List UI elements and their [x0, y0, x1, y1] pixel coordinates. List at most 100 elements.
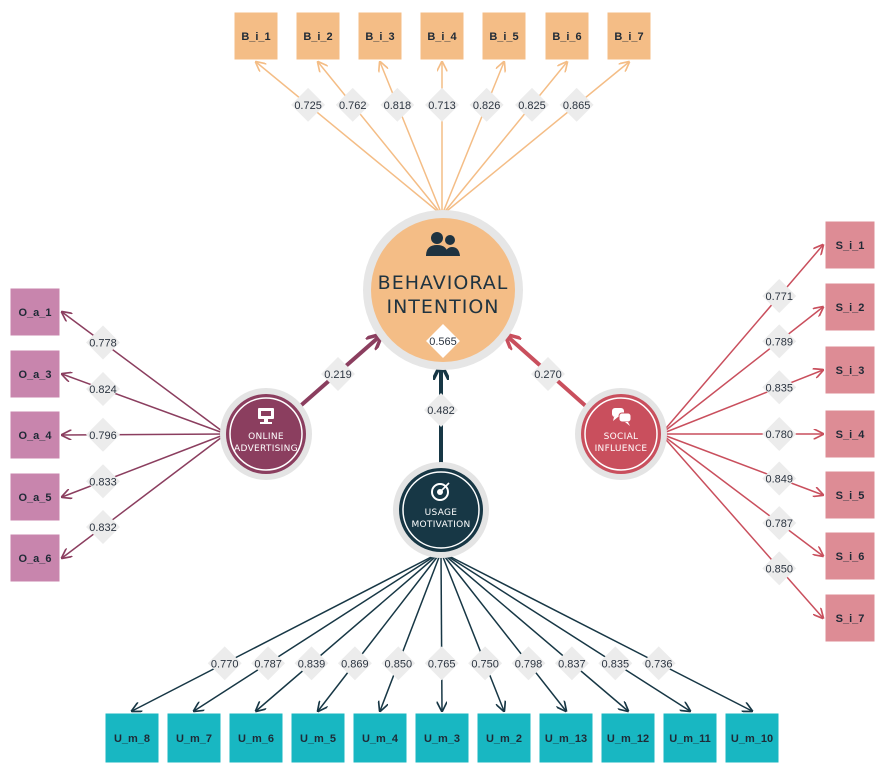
indicator-u-m-12-label: U_m_12	[607, 733, 649, 745]
loading-u-m-7: 0.787	[251, 646, 286, 681]
loading-u-m-3: 0.765	[424, 646, 459, 681]
edge-u-m-11	[440, 551, 690, 711]
edge-o-a-5	[62, 433, 227, 497]
loading-u-m-10-diamond	[641, 646, 676, 681]
edge-u-m-7	[194, 551, 442, 711]
edge-u-m-3	[441, 551, 442, 711]
indicator-o-a-5-box	[9, 472, 61, 522]
loading-s-i-4-diamond	[762, 417, 797, 451]
loading-b-i-4: 0.713	[425, 87, 459, 122]
loading-edges	[62, 62, 823, 711]
indicator-o-a-6-box	[9, 533, 61, 583]
loading-u-m-8: 0.770	[207, 646, 242, 681]
edge-s-i-2	[660, 307, 823, 435]
loading-u-m-7-diamond	[251, 646, 286, 681]
indicator-u-m-6: U_m_6	[228, 712, 284, 764]
indicator-b-i-5-box	[481, 11, 527, 61]
loading-s-i-3-value: 0.835	[765, 382, 793, 394]
indicator-s-i-1-label: S_i_1	[836, 240, 865, 252]
construct-online-advertising: ONLINE ADVERTISING	[220, 388, 312, 480]
online-advertising-label-1: ONLINE	[248, 432, 284, 442]
edge-s-i-7	[660, 433, 823, 618]
indicator-o-a-1: O_a_1	[9, 287, 61, 337]
loading-u-m-5: 0.869	[337, 646, 372, 681]
indicator-u-m-11: U_m_11	[662, 712, 718, 764]
loading-s-i-3-diamond	[762, 370, 797, 405]
indicator-u-m-7-box	[166, 712, 222, 764]
indicator-u-m-11-box	[662, 712, 718, 764]
indicator-b-i-3: B_i_3	[357, 11, 403, 61]
indicator-u-m-2-box	[476, 712, 532, 764]
target-icon	[431, 482, 450, 501]
social-influence-label-2: INFLUENCE	[595, 444, 648, 454]
loading-u-m-12: 0.837	[554, 646, 589, 681]
indicator-u-m-6-label: U_m_6	[238, 733, 274, 745]
indicator-u-m-3-label: U_m_3	[424, 733, 460, 745]
loading-s-i-6: 0.787	[762, 506, 797, 541]
indicator-s-i-1: S_i_1	[824, 220, 876, 270]
indicator-b-i-7: B_i_7	[606, 11, 652, 61]
indicator-b-i-4: B_i_4	[419, 11, 465, 61]
loading-s-i-7: 0.850	[762, 551, 797, 586]
indicator-o-a-5-label: O_a_5	[18, 492, 51, 504]
indicator-s-i-7: S_i_7	[824, 593, 876, 643]
indicator-s-i-4-box	[824, 409, 876, 459]
indicator-u-m-13: U_m_13	[538, 712, 594, 764]
usage-motivation-circle	[399, 468, 483, 552]
indicator-o-a-4-box	[9, 410, 61, 460]
path-coef-usage-diamond	[424, 393, 458, 427]
path-coef-online: 0.219	[321, 357, 355, 391]
loading-b-i-6-value: 0.825	[518, 100, 546, 112]
indicator-b-i-4-label: B_i_4	[427, 31, 457, 43]
loading-b-i-3-value: 0.818	[384, 100, 412, 112]
indicator-s-i-6: S_i_6	[824, 531, 876, 581]
indicator-u-m-2: U_m_2	[476, 712, 532, 764]
loading-b-i-5-value: 0.826	[473, 100, 501, 112]
loading-s-i-2-value: 0.789	[765, 336, 793, 348]
loading-s-i-7-diamond	[762, 551, 797, 586]
loading-o-a-3: 0.824	[86, 372, 120, 406]
loading-u-m-12-value: 0.837	[558, 658, 586, 670]
indicator-u-m-4: U_m_4	[352, 712, 408, 764]
loading-u-m-7-value: 0.787	[254, 658, 282, 670]
indicator-b-i-3-box	[357, 11, 403, 61]
loading-b-i-2: 0.762	[335, 87, 370, 122]
indicator-b-i-6-box	[544, 11, 590, 61]
indicator-u-m-7: U_m_7	[166, 712, 222, 764]
usage-motivation-label-1: USAGE	[425, 508, 458, 518]
edge-u-m-2	[440, 551, 504, 711]
loading-s-i-1: 0.771	[762, 279, 797, 314]
loading-u-m-11: 0.835	[598, 646, 633, 681]
loading-s-i-6-diamond	[762, 506, 797, 541]
edge-b-i-3	[380, 62, 443, 216]
loading-u-m-4-value: 0.850	[385, 658, 413, 670]
social-influence-label-1: SOCIAL	[604, 432, 639, 442]
indicator-b-i-6: B_i_6	[544, 11, 590, 61]
indicator-b-i-1: B_i_1	[233, 11, 279, 61]
edge-b-i-6	[441, 62, 567, 216]
loading-u-m-5-diamond	[337, 646, 372, 681]
path-coef-online-value: 0.219	[324, 369, 352, 381]
indicator-s-i-7-label: S_i_7	[836, 613, 865, 625]
social-influence-circle	[581, 394, 661, 474]
indicator-u-m-5: U_m_5	[290, 712, 346, 764]
indicator-o-a-4: O_a_4	[9, 410, 61, 460]
online-advertising-circle	[226, 394, 306, 474]
indicator-o-a-3: O_a_3	[9, 349, 61, 399]
loading-o-a-4-value: 0.796	[89, 430, 117, 442]
loading-o-a-5-value: 0.833	[89, 476, 117, 488]
indicator-s-i-7-box	[824, 593, 876, 643]
loading-u-m-12-diamond	[554, 646, 589, 681]
indicator-s-i-3-box	[824, 345, 876, 395]
indicator-s-i-2: S_i_2	[824, 282, 876, 332]
loading-s-i-1-diamond	[762, 279, 797, 314]
path-coef-usage: 0.482	[424, 393, 458, 427]
loading-o-a-6: 0.832	[86, 510, 120, 544]
loading-u-m-11-value: 0.835	[602, 658, 630, 670]
loading-s-i-6-value: 0.787	[765, 518, 793, 530]
loading-u-m-10-value: 0.736	[645, 658, 673, 670]
edge-u-m-13	[440, 551, 566, 711]
loading-o-a-3-value: 0.824	[89, 384, 117, 396]
indicator-u-m-12: U_m_12	[600, 712, 656, 764]
